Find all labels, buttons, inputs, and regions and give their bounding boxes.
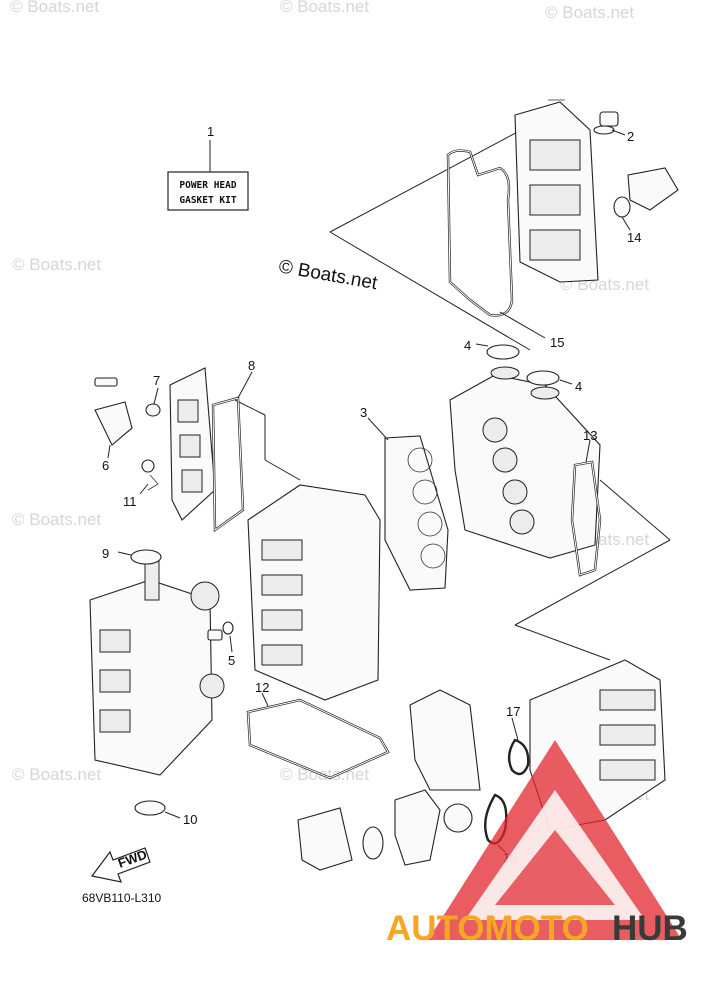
brand-logo: AUTOMOTO HUB xyxy=(386,740,688,948)
exhaust-plate-gasket xyxy=(246,692,390,780)
diagram-code: 68VB110-L310 xyxy=(82,891,162,905)
callout-3: 3 xyxy=(360,405,367,420)
callout-8: 8 xyxy=(248,358,255,373)
callout-15: 15 xyxy=(550,335,564,350)
kit-label-line2: GASKET KIT xyxy=(179,195,236,206)
side-cover xyxy=(169,367,253,533)
head-cover-assembly xyxy=(329,99,599,351)
callout-4: 4 xyxy=(575,379,582,394)
callout-14: 14 xyxy=(627,230,641,245)
watermark: © Boats.net xyxy=(280,0,369,16)
callout-11: 11 xyxy=(123,494,137,509)
callout-6: 6 xyxy=(102,458,109,473)
crankcase xyxy=(89,549,234,819)
cylinder-block xyxy=(234,399,381,701)
copyright-notice: © Boats.net xyxy=(277,256,379,294)
callout-2: 2 xyxy=(627,129,634,144)
callout-7: 7 xyxy=(153,373,160,388)
copyright-text: © Boats.net xyxy=(277,256,379,294)
callout-12: 12 xyxy=(255,680,269,695)
callout-1: 1 xyxy=(207,124,214,139)
kit-label-line1: POWER HEAD xyxy=(179,180,236,191)
exhaust-gasket xyxy=(514,439,671,661)
callout-13: 13 xyxy=(583,428,597,443)
forward-arrow: FWD xyxy=(90,847,151,883)
head-gasket xyxy=(367,417,449,591)
small-fittings xyxy=(94,377,161,495)
watermark: © Boats.net xyxy=(12,255,101,274)
watermark: © Boats.net xyxy=(545,3,634,22)
gasket-kit-label: POWER HEAD GASKET KIT xyxy=(167,140,249,211)
watermark: © Boats.net xyxy=(12,765,101,784)
watermark: © Boats.net xyxy=(12,510,101,529)
watermark: © Boats.net xyxy=(10,0,99,16)
watermark: © Boats.net xyxy=(280,765,369,784)
brand-name-part1: AUTOMOTO xyxy=(386,909,589,948)
callout-17: 17 xyxy=(506,704,520,719)
thermostat-parts xyxy=(593,111,679,231)
callout-9: 9 xyxy=(102,546,109,561)
callout-4: 4 xyxy=(464,338,471,353)
callout-5: 5 xyxy=(228,653,235,668)
callout-10: 10 xyxy=(183,812,197,827)
brand-name-part2: HUB xyxy=(612,909,688,948)
cylinder-head xyxy=(449,343,601,559)
